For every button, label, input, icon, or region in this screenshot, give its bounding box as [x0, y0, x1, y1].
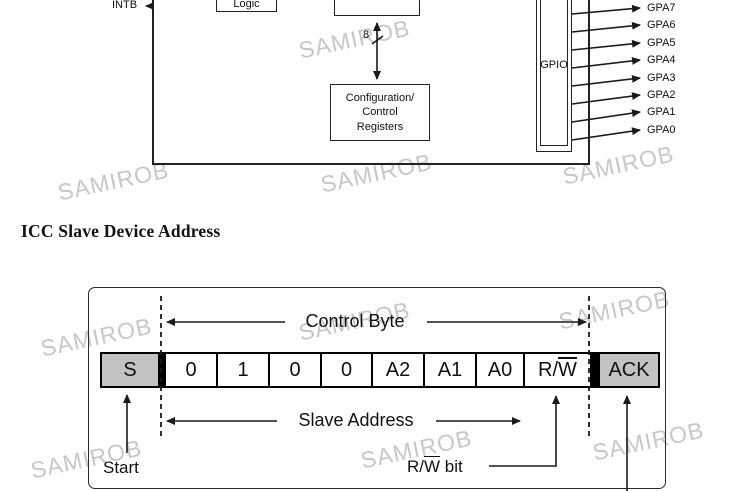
port-label-gpa6: GPA6 — [647, 19, 676, 31]
cell-bit1: A1 — [425, 352, 477, 388]
bus-width-label: 8 — [363, 29, 370, 41]
cell-read-write: R/W — [525, 352, 592, 388]
serial-interface-box — [334, 0, 420, 16]
config-box-line2: Control — [362, 106, 398, 119]
cell-bit0: A0 — [477, 352, 525, 388]
address-byte-table: S 0 1 0 0 A2 A1 A0 R/W ACK — [100, 352, 660, 388]
cell-start-condition: S — [100, 352, 160, 388]
gpio-label: GPIO — [540, 58, 568, 71]
rw-bit-prefix: R/ — [407, 457, 424, 476]
port-label-gpa1: GPA1 — [647, 106, 676, 118]
separator-bar — [160, 352, 166, 388]
cell-bit2: A2 — [373, 352, 425, 388]
port-label-gpa2: GPA2 — [647, 89, 676, 101]
rw-cell-w: W — [558, 358, 577, 381]
port-label-gpa7: GPA7 — [647, 2, 676, 14]
logic-box: Logic — [216, 0, 277, 12]
port-label-gpa5: GPA5 — [647, 37, 676, 49]
rw-cell-prefix: R/ — [538, 358, 559, 381]
cell-ack: ACK — [600, 352, 660, 388]
config-registers-box: Configuration/ Control Registers — [330, 84, 430, 141]
cell-bit3: 0 — [322, 352, 373, 388]
config-box-line1: Configuration/ — [345, 92, 415, 105]
separator-bar — [592, 352, 600, 388]
control-byte-label: Control Byte — [305, 311, 405, 331]
gpio-box-inner: GPIO — [540, 0, 568, 146]
cell-bit4: 0 — [270, 352, 322, 388]
address-diagram-frame — [88, 287, 666, 489]
port-label-gpa3: GPA3 — [647, 72, 676, 84]
port-label-gpa0: GPA0 — [647, 124, 676, 136]
cell-bit5: 1 — [218, 352, 270, 388]
start-label: Start — [103, 458, 139, 477]
section-heading: ICC Slave Device Address — [21, 221, 221, 241]
slave-address-label: Slave Address — [298, 410, 414, 430]
intb-pin-label: INTB — [112, 0, 138, 11]
cell-bit6: 0 — [166, 352, 218, 388]
rw-bit-suffix: bit — [440, 457, 463, 476]
rw-bit-w: W — [424, 457, 441, 476]
port-label-gpa4: GPA4 — [647, 54, 676, 66]
logic-box-label: Logic — [233, 0, 260, 10]
rw-bit-label: R/W bit — [407, 457, 463, 477]
config-box-line3: Registers — [356, 120, 404, 133]
